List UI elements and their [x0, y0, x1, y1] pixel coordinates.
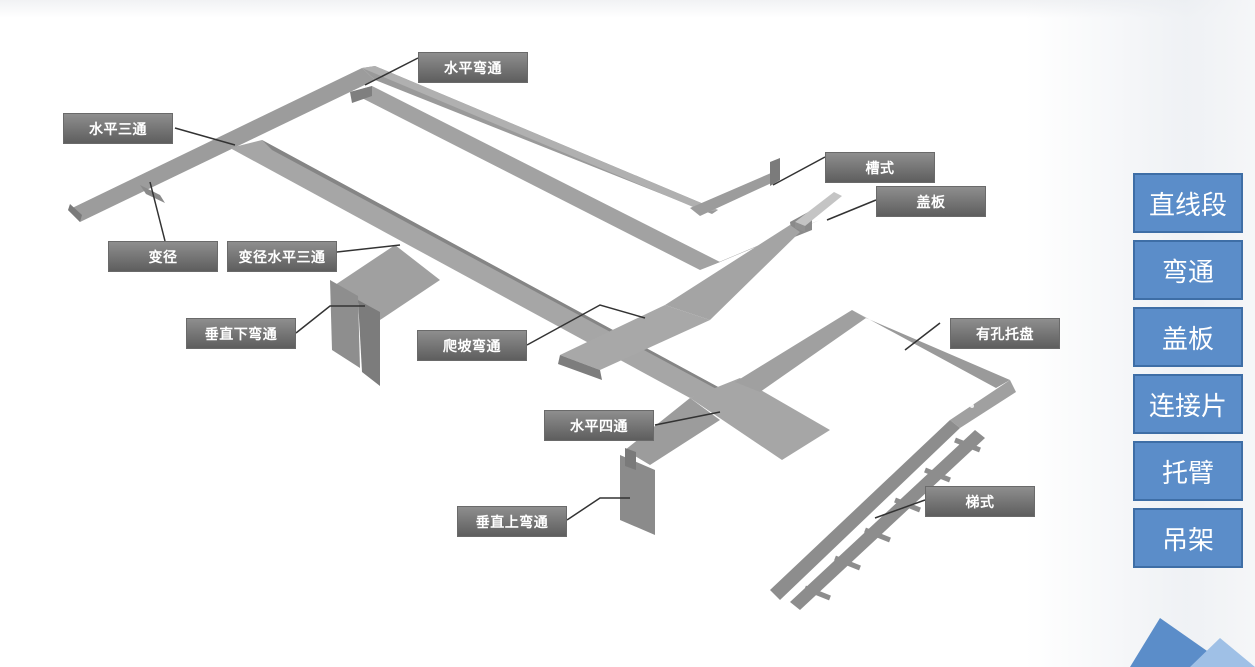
label-cover-plate: 盖板 [876, 186, 986, 217]
main-tray-middle [230, 140, 722, 398]
cover-plate-section [795, 192, 842, 232]
vertical-up-bend [620, 448, 655, 535]
label-channel-type: 槽式 [825, 152, 935, 183]
label-reducer-horizontal-tee: 变径水平三通 [227, 241, 337, 272]
label-vertical-down-bend: 垂直下弯通 [186, 318, 296, 349]
vertical-down-bend [330, 245, 440, 386]
menu-bend[interactable]: 弯通 [1133, 240, 1243, 300]
menu-connector-plate[interactable]: 连接片 [1133, 374, 1243, 434]
menu-support-arm[interactable]: 托臂 [1133, 441, 1243, 501]
label-vertical-up-bend: 垂直上弯通 [457, 506, 567, 537]
menu-hanger[interactable]: 吊架 [1133, 508, 1243, 568]
menu-cover-plate[interactable]: 盖板 [1133, 307, 1243, 367]
label-ladder-type: 梯式 [925, 486, 1035, 517]
top-shade [0, 0, 1255, 18]
label-perforated-tray: 有孔托盘 [950, 318, 1060, 349]
horizontal-cross [625, 310, 866, 465]
leader-lines [149, 57, 941, 521]
menu-straight-section[interactable]: 直线段 [1133, 173, 1243, 233]
label-climbing-bend: 爬坡弯通 [417, 330, 527, 361]
label-horizontal-bend: 水平弯通 [418, 52, 528, 83]
horizontal-bend-outer [362, 66, 780, 216]
label-horizontal-cross: 水平四通 [544, 410, 654, 441]
climbing-bend [558, 225, 800, 380]
perforated-tray [852, 310, 1016, 428]
corner-decoration [1130, 618, 1255, 667]
label-reducer: 变径 [108, 241, 218, 272]
ladder-tray [770, 420, 985, 610]
label-horizontal-tee: 水平三通 [63, 113, 173, 144]
